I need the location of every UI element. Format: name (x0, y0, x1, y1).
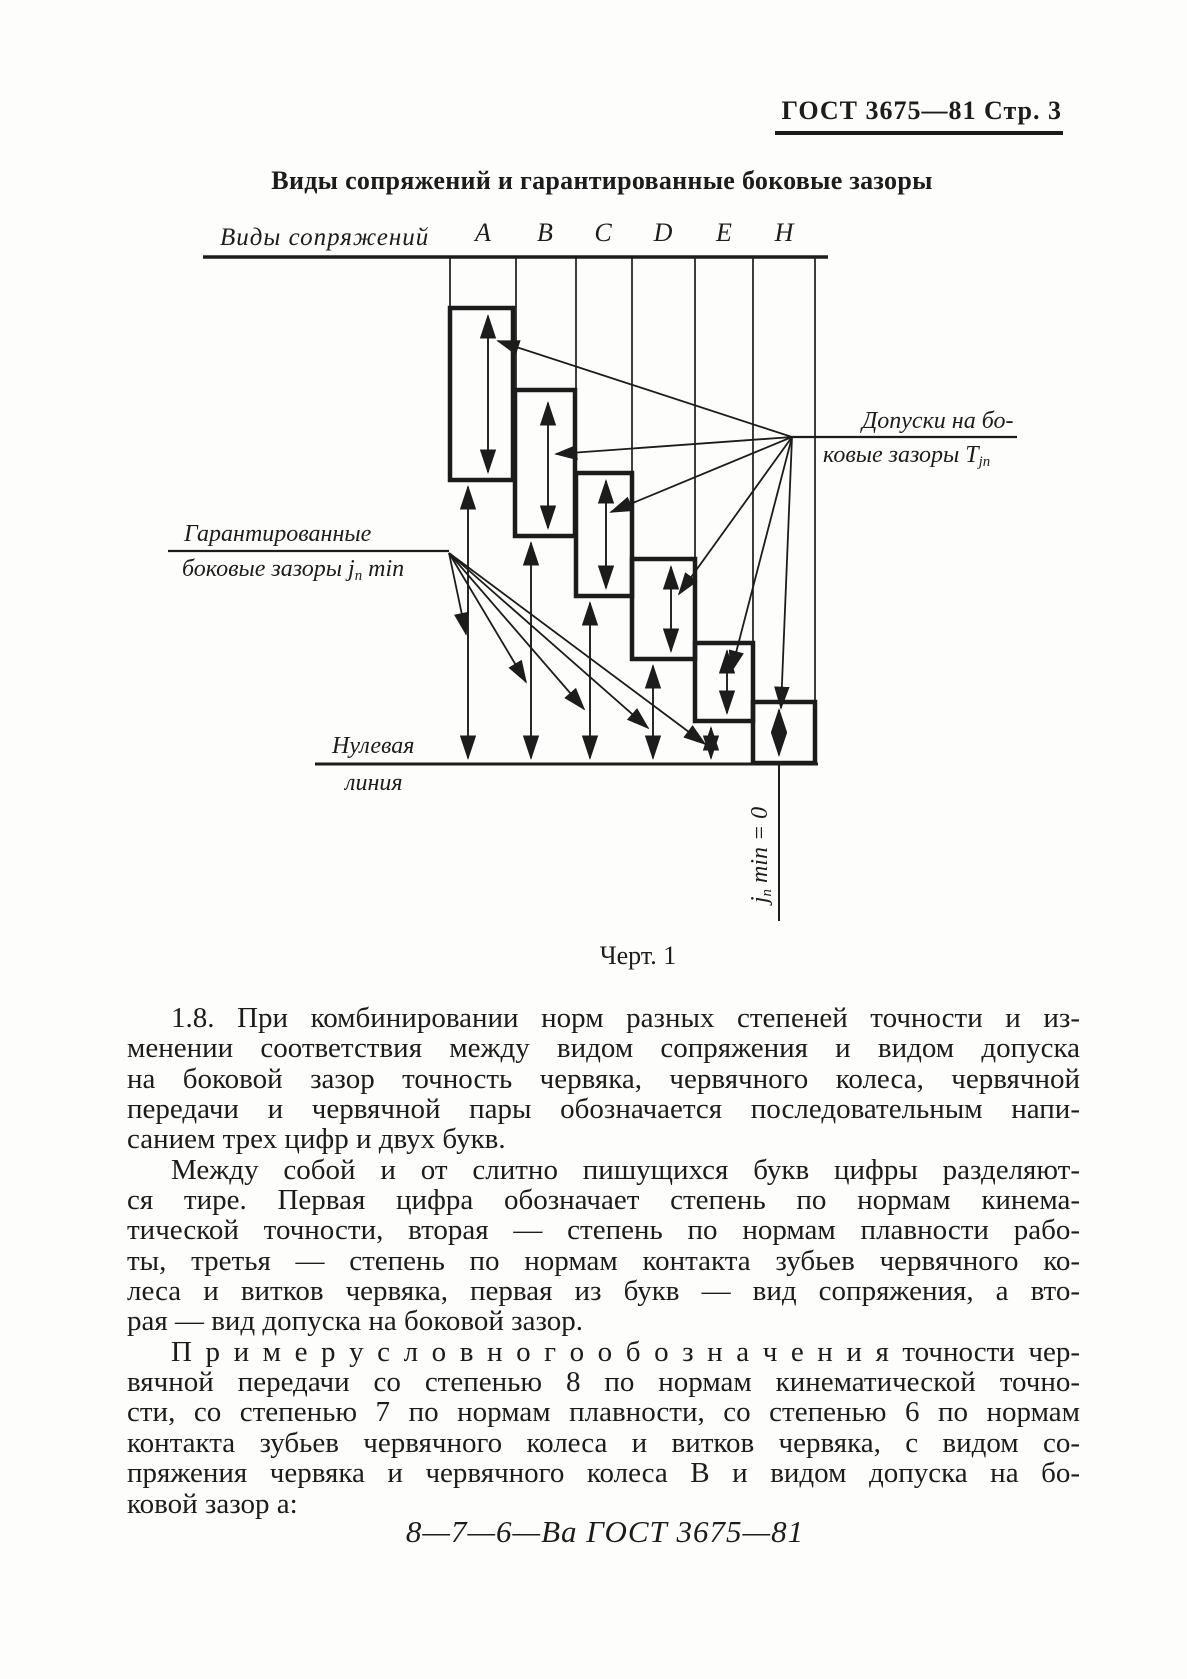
type-letter-e: E (716, 218, 732, 247)
body-text: 1.8. При комбинировании норм разных степ… (127, 1003, 1080, 1519)
box-c (573, 470, 635, 599)
body-line: передачи и червячной пары обозначается п… (127, 1093, 1080, 1126)
clearance-label-line2: боковые зазоры jn min (182, 556, 405, 585)
figure-title: Виды сопряжений и гарантированные боковы… (271, 166, 933, 195)
body-line: сти, со степенью 7 по нормам плавности, … (127, 1396, 1080, 1429)
body-line: Между собой и от слитно пишущихся букв ц… (171, 1153, 1080, 1186)
tolerance-label-line1: Допуски на бо- (862, 408, 1014, 434)
body-line: тической точности, вторая — степень по н… (127, 1214, 1080, 1247)
page-header: ГОСТ 3675—81 Стр. 3 (781, 96, 1062, 125)
body-line: леса и витков червяка, первая из букв — … (127, 1275, 1080, 1308)
coupling-types-diagram (168, 255, 1017, 921)
box-e (692, 640, 756, 724)
body-line: П р и м е р у с л о в н о г о о б о з н … (171, 1335, 1080, 1368)
body-line: ковой зазор а: (127, 1487, 298, 1520)
body-line: ты, третья — степень по нормам контакта … (127, 1244, 1080, 1277)
clearance-label-line1: Гарантированные (184, 521, 372, 547)
body-line: менении соответствия между видом сопряже… (127, 1032, 1080, 1065)
designation-formula: 8—7—6—Ва ГОСТ 3675—81 (405, 1514, 805, 1549)
figure-caption: Черт. 1 (599, 941, 677, 970)
box-b (512, 387, 578, 539)
clearance-callout (168, 549, 707, 746)
body-line: вячной передачи со степенью 8 по нормам … (127, 1366, 1080, 1399)
box-d (629, 556, 698, 662)
axis-label: Виды сопряжений (220, 224, 430, 251)
body-line: на боковой зазор точность червяка, червя… (127, 1062, 1080, 1095)
header-rule (775, 131, 1063, 135)
box-h (750, 699, 818, 766)
zero-line-label-line2: линия (345, 770, 403, 796)
jn-zero-label: jn min = 0 (747, 806, 776, 904)
clearance-arrows (459, 484, 720, 761)
type-letter-c: C (594, 218, 612, 247)
body-line: контакта зубьев червячного колеса и витк… (127, 1426, 1080, 1459)
type-letter-b: B (537, 218, 553, 247)
body-line: пряжения червяка и червячного колеса В и… (127, 1457, 1080, 1490)
type-letter-a: A (475, 218, 491, 247)
body-line: рая — вид допуска на боковой зазор. (127, 1305, 583, 1338)
zero-line-label-line1: Нулевая (332, 733, 415, 759)
type-letter-d: D (653, 218, 673, 247)
tolerance-callout (496, 340, 1017, 710)
body-line: ся тире. Первая цифра обозначает степень… (127, 1184, 1080, 1217)
body-line: 1.8. При комбинировании норм разных степ… (171, 1002, 1080, 1034)
type-letter-h: H (774, 218, 794, 247)
box-a (447, 305, 516, 483)
body-line: санием трех цифр и двух букв. (127, 1123, 506, 1156)
tolerance-arrows (479, 313, 788, 758)
tolerance-label-line2: ковые зазоры Тjn (823, 442, 991, 471)
